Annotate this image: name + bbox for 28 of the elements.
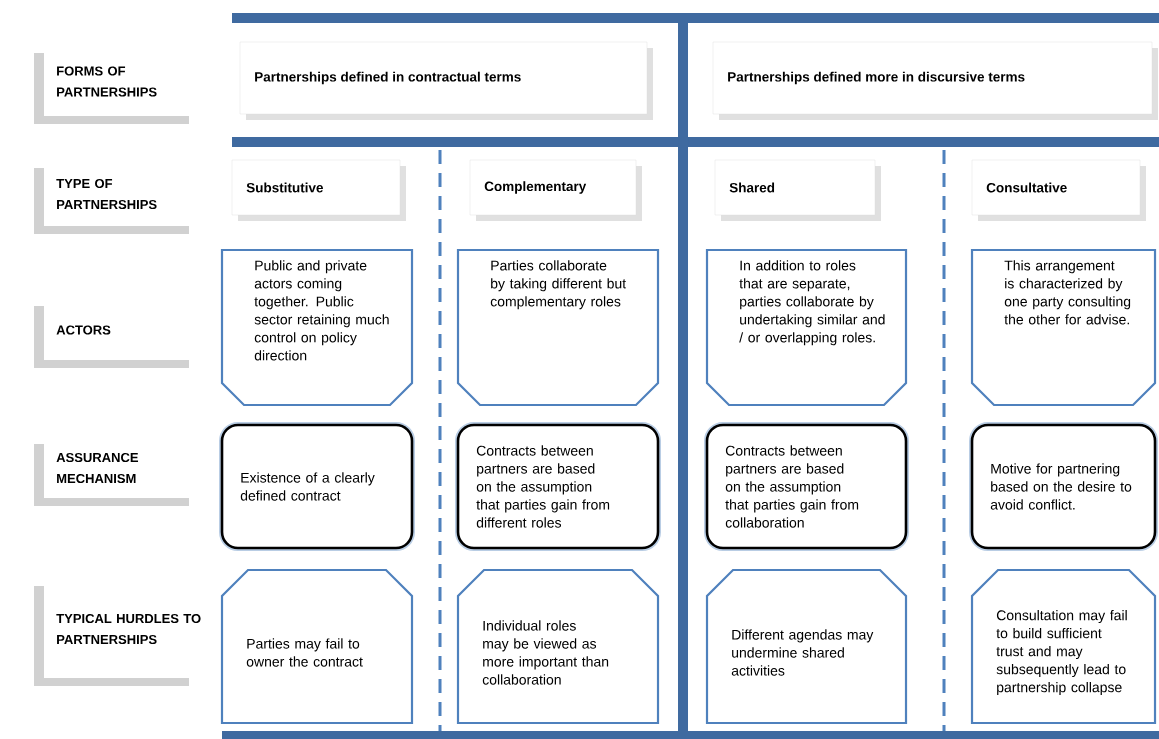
- mechanism-box: Contracts between partners are based on the assumption that parties gain from different roles: [455, 422, 661, 551]
- row-header: TYPE OF PARTNERSHIPS: [34, 162, 210, 234]
- hurdle-box: Consultation may fail to build sufficient trust and may subsequently lead to partnership collapse: [970, 568, 1157, 725]
- mechanism-box: Motive for partnering based on the desire to avoid conflict.: [969, 422, 1158, 551]
- hurdle-box: Individual roles may be viewed as more important than collaboration: [456, 568, 660, 725]
- actor-box: This arrangement is characterized by one party consulting the other for advise.: [970, 248, 1157, 407]
- hurdle-box: Different agendas may undermine shared activities: [705, 568, 908, 725]
- node-label: TYPICAL HURDLES TO PARTNERSHIPS: [56, 613, 201, 645]
- actor-box: Parties collaborate by taking different but complementary roles: [456, 248, 660, 407]
- node-label: ACTORS: [56, 325, 111, 335]
- category-box: Partnerships defined more in discursive terms: [712, 41, 1158, 120]
- row-header: TYPICAL HURDLES TO PARTNERSHIPS: [34, 580, 210, 686]
- node-label: TYPE OF PARTNERSHIPS: [56, 178, 157, 210]
- node-label: FORMS OF PARTNERSHIPS: [57, 66, 157, 97]
- category-box: Partnerships defined in contractual terms: [239, 41, 653, 120]
- type-box: Complementary: [469, 159, 642, 221]
- node-label: ASSURANCE MECHANISM: [56, 452, 139, 484]
- mechanism-box: Existence of a clearly defined contract: [219, 422, 415, 551]
- row-header: ASSURANCE MECHANISM: [34, 438, 210, 506]
- hurdle-box: Parties may fail to owner the contract: [220, 568, 414, 725]
- row-header: ACTORS: [34, 300, 210, 368]
- row-header: FORMS OF PARTNERSHIPS: [34, 47, 210, 124]
- type-box: Substitutive: [231, 159, 406, 221]
- actor-box: Public and private actors coming together. Public sector retaining much control on policy direction: [220, 248, 414, 407]
- type-box: Shared: [714, 159, 881, 221]
- actor-box: In addition to roles that are separate, parties collaborate by undertaking similar and / or overlapping roles.: [705, 248, 908, 407]
- type-box: Consultative: [971, 159, 1146, 221]
- mechanism-box: Contracts between partners are based on the assumption that parties gain from collaboration: [704, 422, 909, 551]
